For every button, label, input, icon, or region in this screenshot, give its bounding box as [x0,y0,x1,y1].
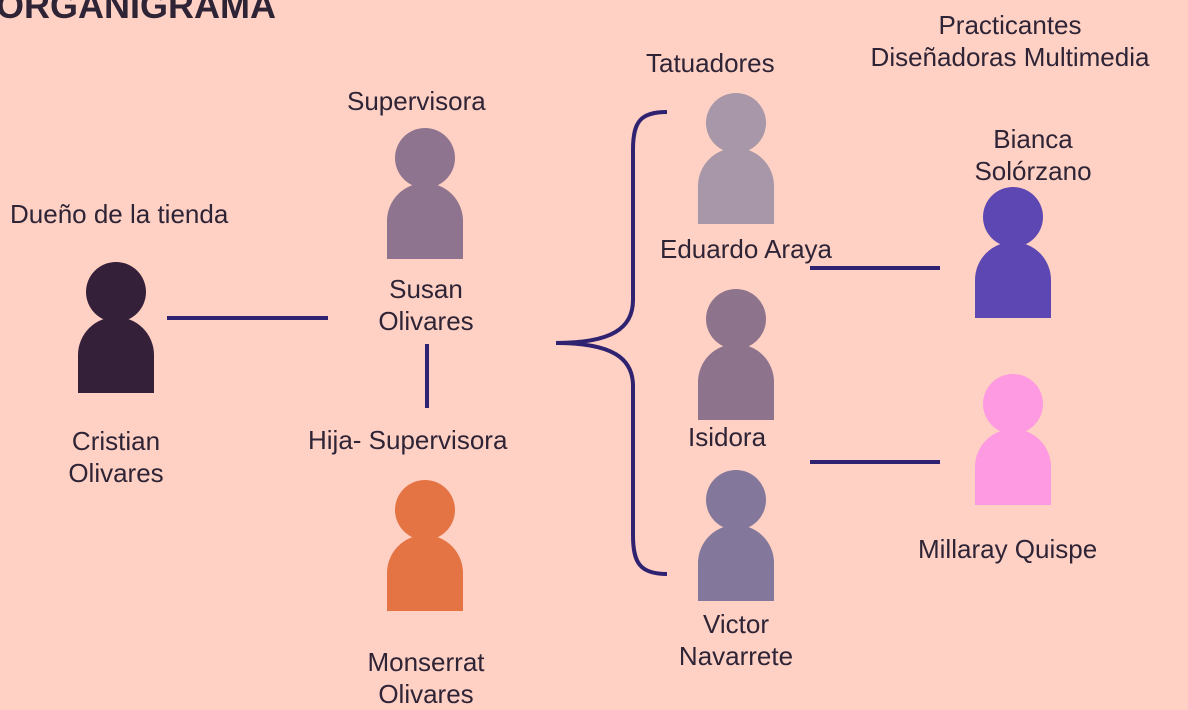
name-bianca: Bianca Solórzano [974,124,1092,186]
name-susan: Susan Olivares [378,274,474,336]
person-icon-cristian [78,262,154,393]
person-icon-susan [387,128,463,259]
role-practicantes: Practicantes Diseñadoras Multimedia [870,10,1150,72]
role-tatuadores: Tatuadores [646,48,775,78]
name-cristian: Cristian Olivares [68,426,164,488]
name-victor: Victor Navarrete [678,609,794,671]
person-icon-millaray [975,374,1051,505]
person-icon-monserrat [387,480,463,611]
person-icon-eduardo [698,93,774,224]
person-icon-isidora [698,289,774,420]
name-isidora: Isidora [688,422,767,452]
person-icon-bianca [975,187,1051,318]
name-eduardo: Eduardo Araya [660,234,833,264]
role-hija-supervisora: Hija- Supervisora [308,425,508,455]
name-monserrat: Monserrat Olivares [367,647,485,709]
page-title: ORGANIGRAMA [0,0,276,26]
bracket-tatuadores [555,110,668,576]
person-icon-victor [698,470,774,601]
name-millaray: Millaray Quispe [918,534,1098,564]
role-supervisora: Supervisora [347,86,486,116]
role-dueno: Dueño de la tienda [10,199,229,229]
